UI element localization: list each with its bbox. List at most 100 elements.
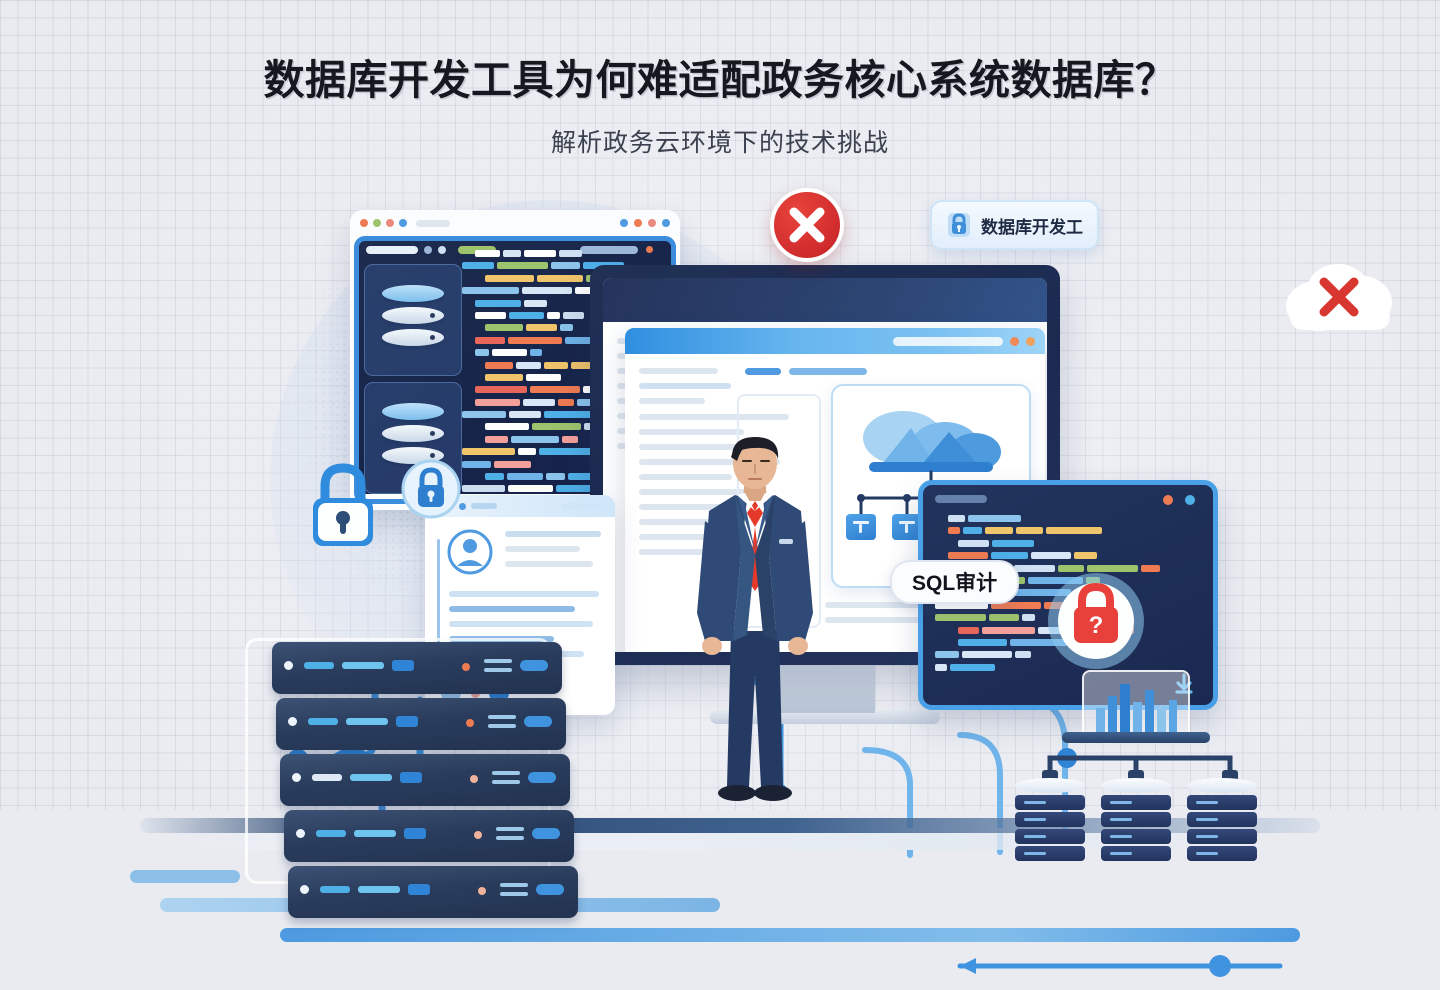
titlebar-actions[interactable]	[620, 219, 670, 227]
window-action-pink-icon[interactable]	[648, 219, 656, 227]
code-token	[518, 448, 536, 456]
code-token	[509, 411, 541, 419]
db-stack-row	[1187, 795, 1257, 810]
code-token	[524, 250, 556, 257]
code-token	[485, 435, 508, 443]
database-cluster	[1015, 670, 1270, 861]
code-token	[935, 663, 947, 671]
code-token	[492, 349, 527, 357]
monitor-screen-header	[603, 278, 1047, 322]
browser-tag-1	[745, 368, 781, 375]
browser-action-orange-icon[interactable]	[1010, 336, 1019, 346]
code-token	[475, 386, 527, 394]
user-avatar-icon	[447, 529, 493, 575]
badge-sql-audit[interactable]: SQL审计	[890, 560, 1020, 604]
titlebar-pill	[416, 219, 450, 227]
code-token	[485, 324, 523, 332]
db-stack-row	[1187, 829, 1257, 844]
businessman	[697, 437, 813, 801]
code-token	[563, 311, 584, 319]
database-stack-3	[1187, 778, 1257, 861]
code-line	[462, 299, 666, 307]
db-stack-row	[1101, 812, 1171, 827]
database-slot-1	[364, 264, 462, 376]
page-title: 数据库开发工具为何难适配政务核心系统数据库？	[263, 57, 1177, 103]
browser-tag-2	[789, 368, 867, 375]
db-stack-top	[1101, 778, 1171, 793]
browser-url-bar[interactable]	[893, 336, 1003, 346]
browser-titlebar	[625, 328, 1045, 354]
window-action-blue-icon[interactable]	[620, 219, 628, 227]
code-token	[532, 423, 581, 431]
code-line	[935, 539, 1201, 547]
browser-mid-list	[639, 414, 789, 564]
code-token	[485, 423, 529, 431]
code-token	[546, 473, 565, 481]
padlock-red-question-icon: ?	[1048, 573, 1144, 669]
code-token	[982, 626, 1035, 634]
browser-action-amber-icon[interactable]	[1026, 336, 1035, 346]
code-line	[462, 435, 666, 443]
db-disk	[382, 307, 444, 324]
code-token	[1031, 552, 1071, 560]
badge-sql-audit-label: SQL审计	[912, 572, 998, 595]
code-token	[475, 250, 500, 257]
code-token	[992, 539, 1034, 547]
db-stack-top	[1187, 778, 1257, 793]
window-action-blue2-icon[interactable]	[662, 219, 670, 227]
code-token	[462, 287, 519, 295]
doc-traffic-blue-icon[interactable]	[459, 502, 466, 510]
code-line	[462, 250, 666, 257]
code-token	[962, 651, 1012, 659]
code-token	[991, 601, 1041, 609]
code-token	[508, 336, 562, 344]
traffic-light-green-icon[interactable]	[373, 219, 381, 227]
code-token	[1074, 552, 1097, 560]
code-token	[530, 386, 580, 394]
code-token	[1014, 564, 1055, 572]
traffic-light-pink-icon[interactable]	[386, 219, 394, 227]
code-line	[462, 448, 666, 456]
database-stack-2	[1101, 778, 1171, 861]
code-token	[1022, 614, 1035, 622]
code-token	[475, 349, 489, 357]
database-cylinder-1-icon	[382, 285, 444, 346]
badge-database-dev-tool[interactable]: 数据库开发工	[930, 200, 1099, 250]
bar-chart-panel	[1082, 670, 1190, 740]
traffic-light-blue-icon[interactable]	[399, 219, 407, 227]
server-unit-3	[280, 754, 570, 806]
window-action-orange-icon[interactable]	[634, 219, 642, 227]
code-token	[958, 638, 1007, 646]
code-token	[1016, 527, 1043, 535]
code-token	[935, 614, 986, 622]
traffic-light-red-icon[interactable]	[360, 219, 368, 227]
cloud-error-icon	[1286, 264, 1392, 331]
right-code-dot-blue-icon[interactable]	[1185, 495, 1195, 505]
code-token	[462, 460, 491, 468]
code-token	[948, 527, 960, 535]
code-token	[968, 515, 1021, 522]
code-token	[989, 614, 1019, 622]
db-stack-row	[1101, 829, 1171, 844]
badge-database-dev-tool-label: 数据库开发工	[981, 217, 1083, 237]
code-token	[485, 361, 513, 369]
db-stack-row	[1101, 795, 1171, 810]
code-token	[1010, 638, 1067, 646]
page-subtitle: 解析政务云环境下的技术挑战	[550, 129, 889, 157]
code-token	[948, 552, 988, 560]
code-token	[539, 448, 592, 456]
editor-toolbar-dot	[424, 246, 432, 254]
code-token	[507, 473, 543, 481]
chart-platform	[1062, 732, 1210, 743]
server-unit-2	[276, 698, 566, 750]
editor-status-dot	[646, 246, 653, 253]
code-token	[516, 361, 541, 369]
db-stack-row	[1015, 846, 1085, 861]
code-token	[948, 515, 965, 522]
code-token	[462, 485, 505, 493]
cloud-architecture-card	[831, 384, 1031, 588]
right-code-dot-orange-icon[interactable]	[1163, 495, 1173, 505]
code-token	[551, 262, 580, 270]
db-disk-top	[382, 403, 444, 420]
server-rack	[245, 610, 580, 920]
